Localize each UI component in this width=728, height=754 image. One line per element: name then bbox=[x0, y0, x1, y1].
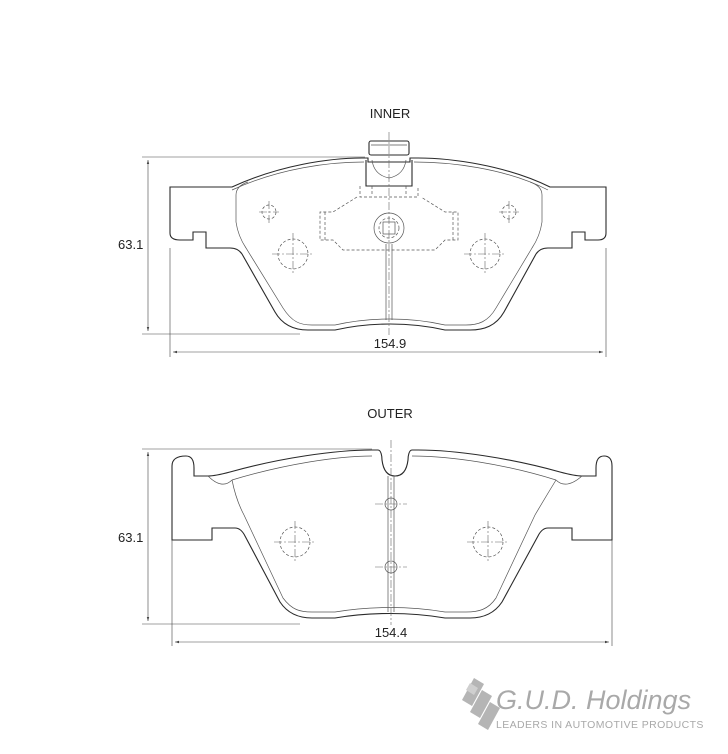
outer-large-hole-right bbox=[467, 521, 509, 563]
outer-backing-plate bbox=[171, 449, 613, 619]
inner-wear-clip bbox=[359, 140, 419, 198]
outer-dimensions bbox=[142, 448, 613, 646]
outer-height-dimension: 63.1 bbox=[118, 530, 143, 545]
outer-large-hole-left bbox=[274, 521, 316, 563]
inner-dimensions bbox=[142, 156, 607, 357]
outer-center-slot bbox=[387, 440, 395, 625]
outer-friction-corner-right bbox=[555, 475, 583, 485]
inner-small-hole-right bbox=[499, 201, 519, 223]
outer-width-dimension: 154.4 bbox=[375, 625, 408, 640]
outer-friction-corner-left bbox=[207, 475, 233, 485]
inner-large-hole-right bbox=[464, 233, 506, 275]
brand-tagline: LEADERS IN AUTOMOTIVE PRODUCTS bbox=[496, 719, 704, 731]
inner-friction-corner-right bbox=[529, 181, 543, 196]
outer-pad-view: OUTER bbox=[118, 406, 613, 646]
inner-center-slot bbox=[385, 132, 393, 335]
inner-friction-corner-left bbox=[235, 181, 249, 196]
logo-mark-icon bbox=[462, 678, 500, 730]
outer-label: OUTER bbox=[367, 406, 413, 421]
brand-name: G.U.D. Holdings bbox=[496, 685, 691, 715]
inner-height-dimension: 63.1 bbox=[118, 237, 143, 252]
inner-label: INNER bbox=[370, 106, 410, 121]
outer-friction-material bbox=[231, 455, 557, 613]
inner-backing-plate bbox=[169, 157, 607, 331]
inner-pad-view: INNER bbox=[118, 106, 607, 357]
inner-small-hole-left bbox=[259, 201, 279, 223]
inner-large-hole-left bbox=[272, 233, 314, 275]
inner-width-dimension: 154.9 bbox=[374, 336, 407, 351]
gud-holdings-logo: G.U.D. Holdings LEADERS IN AUTOMOTIVE PR… bbox=[462, 678, 704, 731]
